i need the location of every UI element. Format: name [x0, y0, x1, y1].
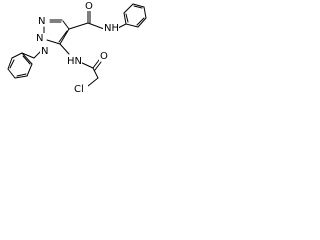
bond	[11, 52, 23, 59]
bond	[132, 3, 145, 8]
bond	[59, 28, 70, 45]
atom-label-background	[103, 22, 119, 33]
ring-nitrogen-top: N	[38, 16, 45, 27]
atom-label-background	[37, 16, 47, 26]
chlorine-label: Cl	[74, 84, 84, 95]
ring-nitrogen-bottom: N	[41, 46, 48, 57]
bond	[22, 55, 31, 65]
bond	[92, 59, 100, 69]
bond-layer	[7, 3, 147, 87]
ring-nitrogen-left: N	[36, 33, 43, 44]
bond	[59, 43, 70, 55]
bond	[26, 63, 33, 77]
carbonyl-oxygen-top: O	[85, 1, 93, 12]
bond	[7, 68, 16, 79]
bond	[16, 73, 27, 77]
bond	[62, 20, 70, 30]
bond	[21, 52, 33, 65]
bond	[79, 61, 94, 69]
atom-label-background	[73, 83, 88, 94]
bond	[87, 22, 105, 30]
bond	[68, 22, 89, 30]
carbonyl-oxygen-bottom: O	[100, 51, 108, 62]
atom-label-layer: N N N NH O HN O Cl	[35, 1, 119, 95]
bond	[87, 77, 99, 87]
bond	[14, 75, 28, 79]
bond	[58, 30, 68, 43]
bond	[9, 59, 15, 69]
bond	[7, 57, 13, 70]
bond	[123, 3, 134, 14]
atom-label-background	[40, 46, 50, 56]
atom-label-background	[84, 1, 94, 11]
bond	[125, 13, 129, 23]
bond	[94, 61, 102, 71]
atom-label-background	[66, 55, 82, 66]
bond	[125, 23, 139, 28]
molecule-structure-diagram: N N N NH O HN O Cl	[7, 1, 147, 95]
bond	[133, 5, 143, 9]
amide-nh-label: NH	[104, 23, 119, 34]
bond	[117, 23, 127, 29]
bond	[137, 17, 147, 28]
bond	[21, 52, 35, 59]
bond	[46, 39, 61, 45]
bond	[136, 17, 145, 26]
bond	[123, 12, 127, 25]
amide-hn-label: HN	[67, 56, 82, 67]
atom-label-background	[99, 51, 109, 61]
bond	[143, 6, 147, 19]
atom-label-background	[35, 33, 45, 43]
bond	[92, 67, 99, 79]
